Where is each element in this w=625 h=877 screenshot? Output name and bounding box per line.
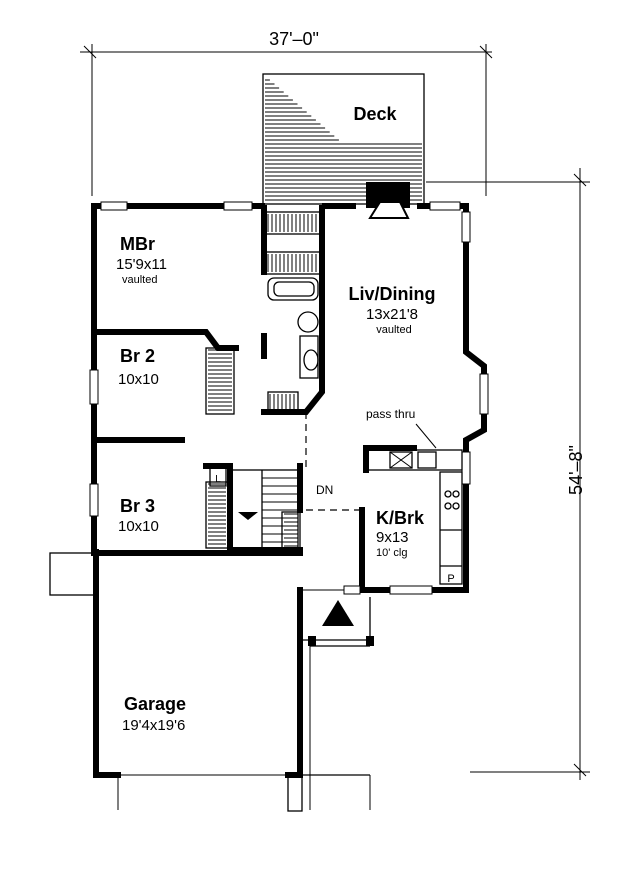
mbr-note: vaulted — [122, 274, 157, 286]
deck-label: Deck — [353, 104, 397, 124]
bath-fixtures — [267, 277, 319, 379]
width-dimension-label: 37'–0" — [269, 29, 319, 49]
kitchen-note: 10' clg — [376, 547, 407, 559]
pass-thru-leader — [415, 423, 437, 449]
br2-name: Br 2 — [120, 346, 155, 366]
depth-dimension — [426, 168, 590, 780]
kitchen-name: K/Brk — [376, 508, 425, 528]
liv-dining-name: Liv/Dining — [349, 284, 436, 304]
br3-size: 10x10 — [118, 518, 159, 535]
kitchen-size: 9x13 — [376, 529, 409, 546]
windows — [89, 201, 489, 595]
stairs-down-label: DN — [316, 483, 333, 497]
openings — [305, 412, 362, 511]
entry-arrow-icon — [322, 600, 354, 626]
pass-thru-label: pass thru — [366, 407, 415, 421]
linen-closet-label: L — [215, 474, 221, 485]
deck-hatching — [265, 79, 422, 201]
stairs — [209, 467, 299, 549]
br2-size: 10x10 — [118, 371, 159, 388]
fireplace — [366, 182, 410, 219]
liv-dining-size: 13x21'8 — [366, 306, 418, 323]
depth-dimension-label: 54'–8" — [566, 445, 586, 495]
mbr-size: 15'9x11 — [116, 256, 167, 273]
stair-arrow-icon — [238, 512, 258, 520]
deck-label-mask — [340, 98, 418, 128]
width-dimension — [80, 44, 493, 196]
garage-size: 19'4x19'6 — [122, 717, 185, 734]
garage-name: Garage — [124, 694, 186, 714]
mbr-name: MBr — [120, 234, 155, 254]
kitchen-fixtures — [365, 449, 463, 585]
closets — [205, 211, 321, 549]
liv-dining-note: vaulted — [376, 324, 411, 336]
br3-name: Br 3 — [120, 496, 155, 516]
entry-porch — [299, 597, 374, 810]
pantry-label: P — [447, 573, 454, 585]
